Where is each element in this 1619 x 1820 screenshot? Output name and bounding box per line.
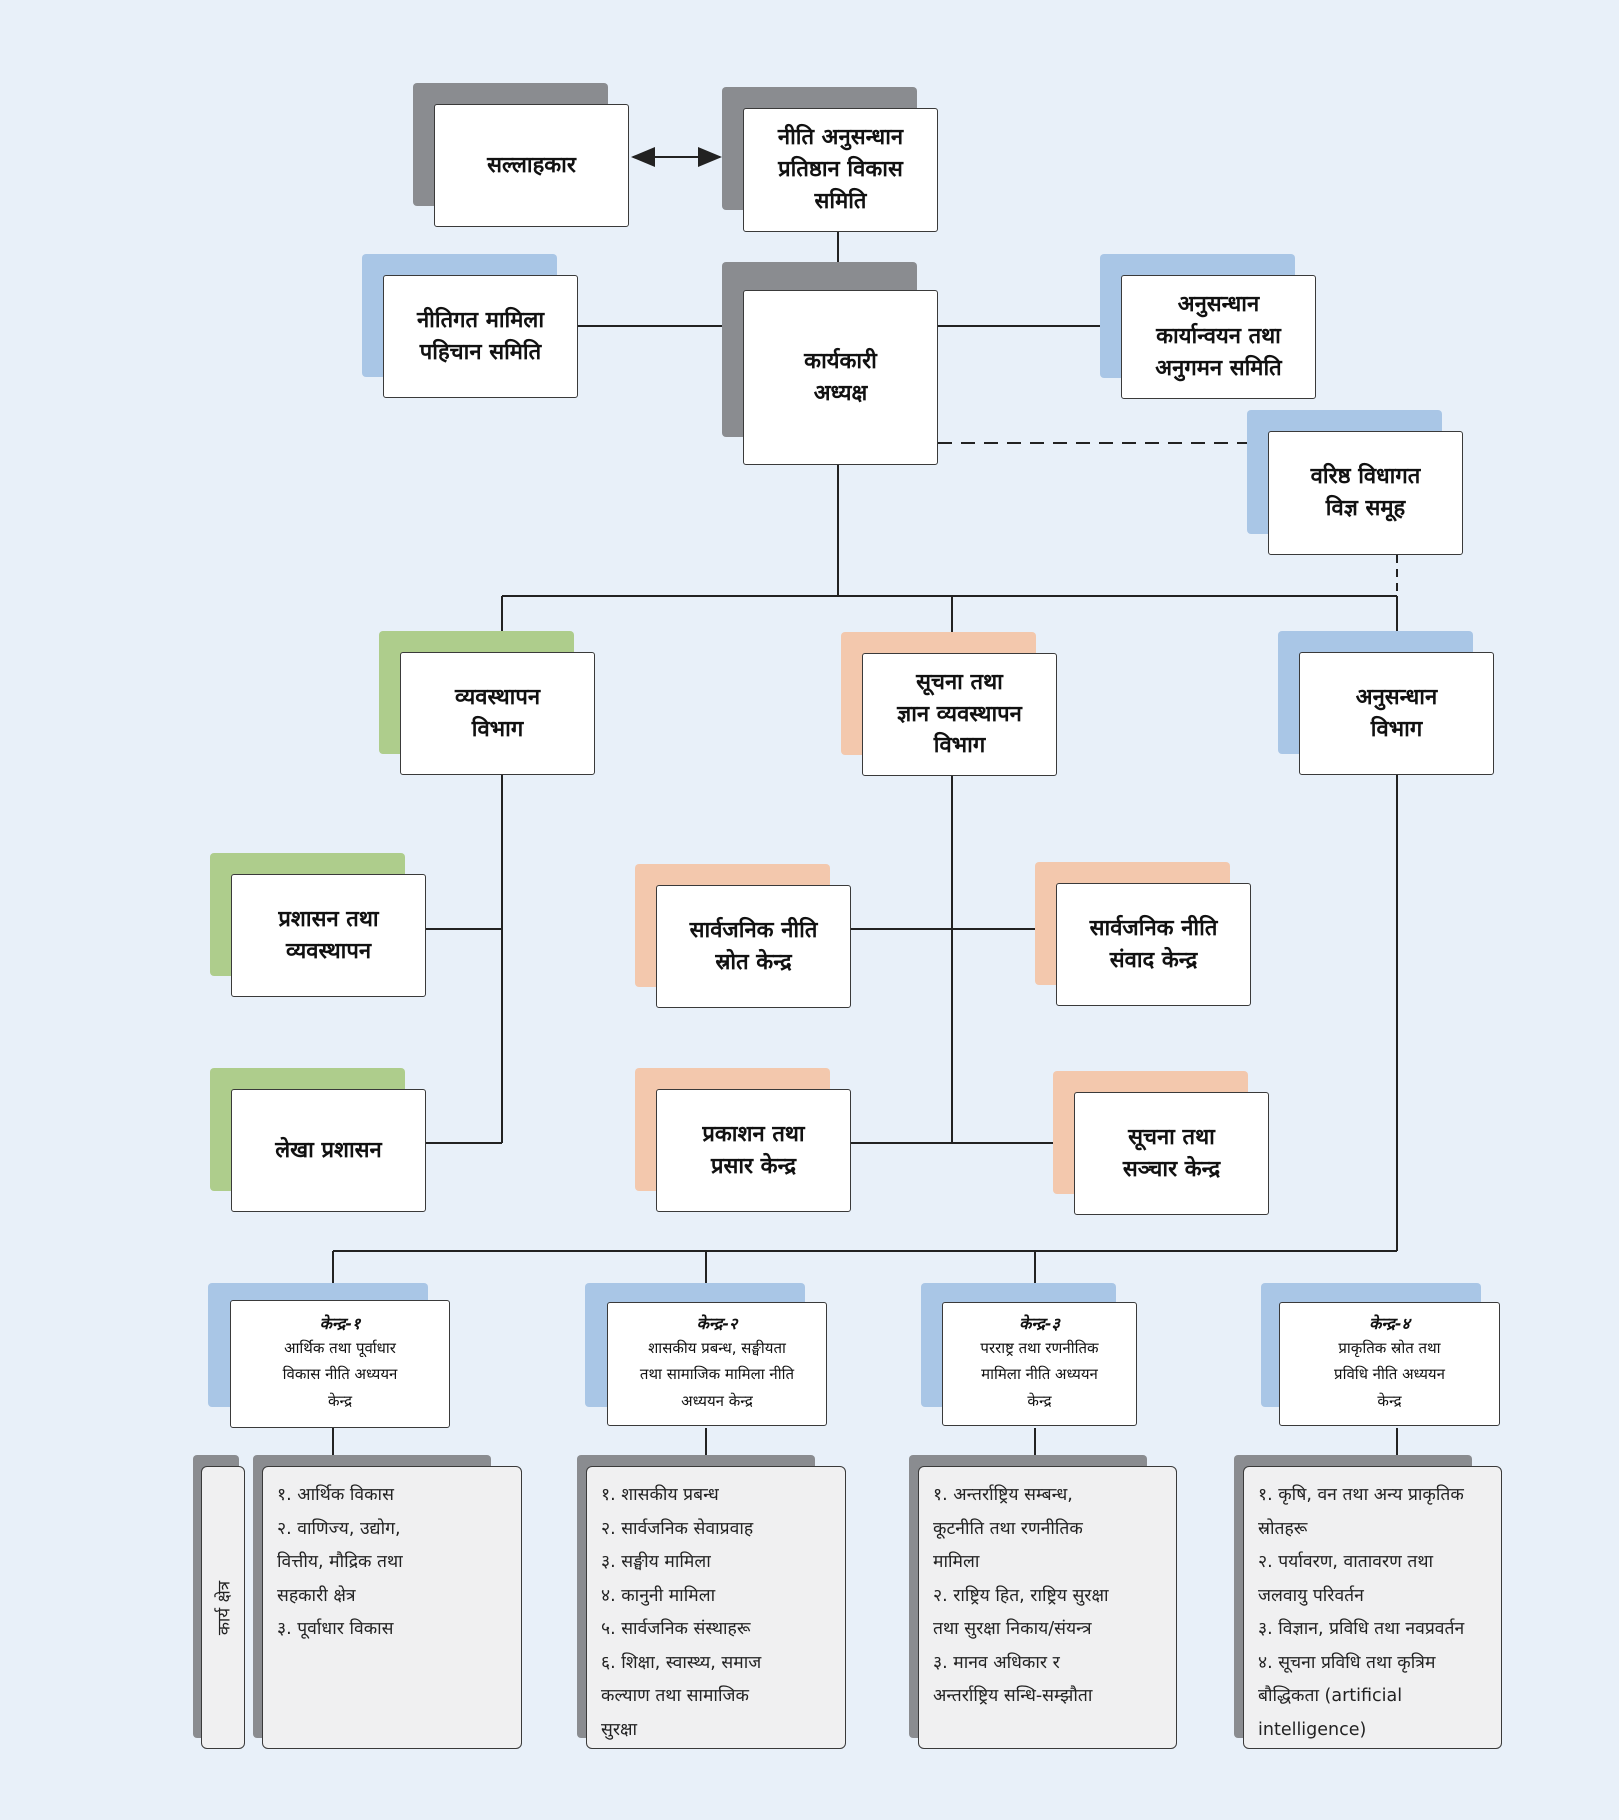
work-area-3-item: २. राष्ट्रिय हित, राष्ट्रिय सुरक्षा तथा … [933, 1585, 1109, 1640]
committee-box: नीति अनुसन्धान प्रतिष्ठान विकास समिति [743, 108, 938, 232]
center-2-name: शासकीय प्रबन्ध, सङ्घीयता तथा सामाजिक माम… [639, 1339, 795, 1410]
center-3-box: केन्द्र-३ परराष्ट्र तथा रणनीतिक मामिला न… [942, 1302, 1137, 1426]
center-4-name: प्राकृतिक स्रोत तथा प्रविधि नीति अध्ययन … [1334, 1339, 1445, 1410]
work-area-1-item: ३. पूर्वाधार विकास [277, 1619, 394, 1639]
work-area-2: १. शासकीय प्रबन्ध २. सार्वजनिक सेवाप्रवा… [586, 1466, 846, 1749]
work-area-1: १. आर्थिक विकास २. वाणिज्य, उद्योग, वित्… [262, 1466, 522, 1749]
center-2-title: केन्द्र-२ [696, 1314, 738, 1334]
center-2-box: केन्द्र-२ शासकीय प्रबन्ध, सङ्घीयता तथा स… [607, 1302, 827, 1426]
admin-management-box: प्रशासन तथा व्यवस्थापन [231, 874, 426, 997]
public-policy-source-center-box: सार्वजनिक नीति स्रोत केन्द्र [656, 885, 851, 1008]
work-area-2-item: ४. कानुनी मामिला [601, 1585, 716, 1606]
work-area-3: १. अन्तर्राष्ट्रिय सम्बन्ध, कूटनीति तथा … [918, 1466, 1177, 1749]
accounts-admin-box: लेखा प्रशासन [231, 1089, 426, 1212]
work-area-label: कार्य क्षेत्र [201, 1466, 245, 1749]
work-area-3-item: १. अन्तर्राष्ट्रिय सम्बन्ध, कूटनीति तथा … [933, 1485, 1083, 1572]
work-area-1-item: १. आर्थिक विकास [277, 1485, 394, 1505]
center-3-name: परराष्ट्र तथा रणनीतिक मामिला नीति अध्ययन… [980, 1339, 1099, 1410]
policy-identification-committee-box: नीतिगत मामिला पहिचान समिति [383, 275, 578, 398]
center-1-title: केन्द्र-१ [319, 1314, 361, 1334]
research-monitoring-committee-box: अनुसन्धान कार्यान्वयन तथा अनुगमन समिति [1121, 275, 1316, 399]
center-3-title: केन्द्र-३ [1019, 1314, 1060, 1334]
work-area-2-item: ५. सार्वजनिक संस्थाहरू [601, 1619, 751, 1639]
work-area-2-item: ३. सङ्घीय मामिला [601, 1552, 711, 1572]
work-area-1-item: २. वाणिज्य, उद्योग, वित्तीय, मौद्रिक तथा… [277, 1518, 403, 1606]
work-area-4-item: ३. विज्ञान, प्रविधि तथा नवप्रवर्तन [1258, 1619, 1465, 1639]
expert-group-box: वरिष्ठ विधागत विज्ञ समूह [1268, 431, 1463, 555]
work-area-4-item: २. पर्यावरण, वातावरण तथा जलवायु परिवर्तन [1258, 1552, 1434, 1606]
info-communication-center-box: सूचना तथा सञ्चार केन्द्र [1074, 1092, 1269, 1215]
publication-center-box: प्रकाशन तथा प्रसार केन्द्र [656, 1089, 851, 1212]
public-policy-dialogue-center-box: सार्वजनिक नीति संवाद केन्द्र [1056, 883, 1251, 1006]
center-4-box: केन्द्र-४ प्राकृतिक स्रोत तथा प्रविधि नी… [1279, 1302, 1500, 1426]
work-area-2-item: १. शासकीय प्रबन्ध [601, 1485, 719, 1505]
research-department-box: अनुसन्धान विभाग [1299, 652, 1494, 775]
info-knowledge-department-box: सूचना तथा ज्ञान व्यवस्थापन विभाग [862, 653, 1057, 776]
center-1-name: आर्थिक तथा पूर्वाधार विकास नीति अध्ययन क… [282, 1339, 398, 1410]
work-area-4: १. कृषि, वन तथा अन्य प्राकृतिक स्रोतहरू … [1243, 1466, 1502, 1749]
advisor-box: सल्लाहकार [434, 104, 629, 227]
work-area-2-item: २. सार्वजनिक सेवाप्रवाह [601, 1518, 754, 1539]
executive-chair-box: कार्यकारी अध्यक्ष [743, 290, 938, 465]
work-area-2-item: ६. शिक्षा, स्वास्थ्य, समाज कल्याण तथा सा… [601, 1652, 762, 1740]
management-department-box: व्यवस्थापन विभाग [400, 652, 595, 775]
work-area-4-item: ४. सूचना प्रविधि तथा कृत्रिम बौद्धिकता (… [1258, 1652, 1436, 1740]
work-area-3-item: ३. मानव अधिकार र अन्तर्राष्ट्रिय सन्धि-स… [933, 1652, 1093, 1707]
center-1-box: केन्द्र-१ आर्थिक तथा पूर्वाधार विकास नीत… [230, 1300, 450, 1428]
work-area-4-item: १. कृषि, वन तथा अन्य प्राकृतिक स्रोतहरू [1258, 1485, 1464, 1539]
center-4-title: केन्द्र-४ [1369, 1314, 1410, 1334]
